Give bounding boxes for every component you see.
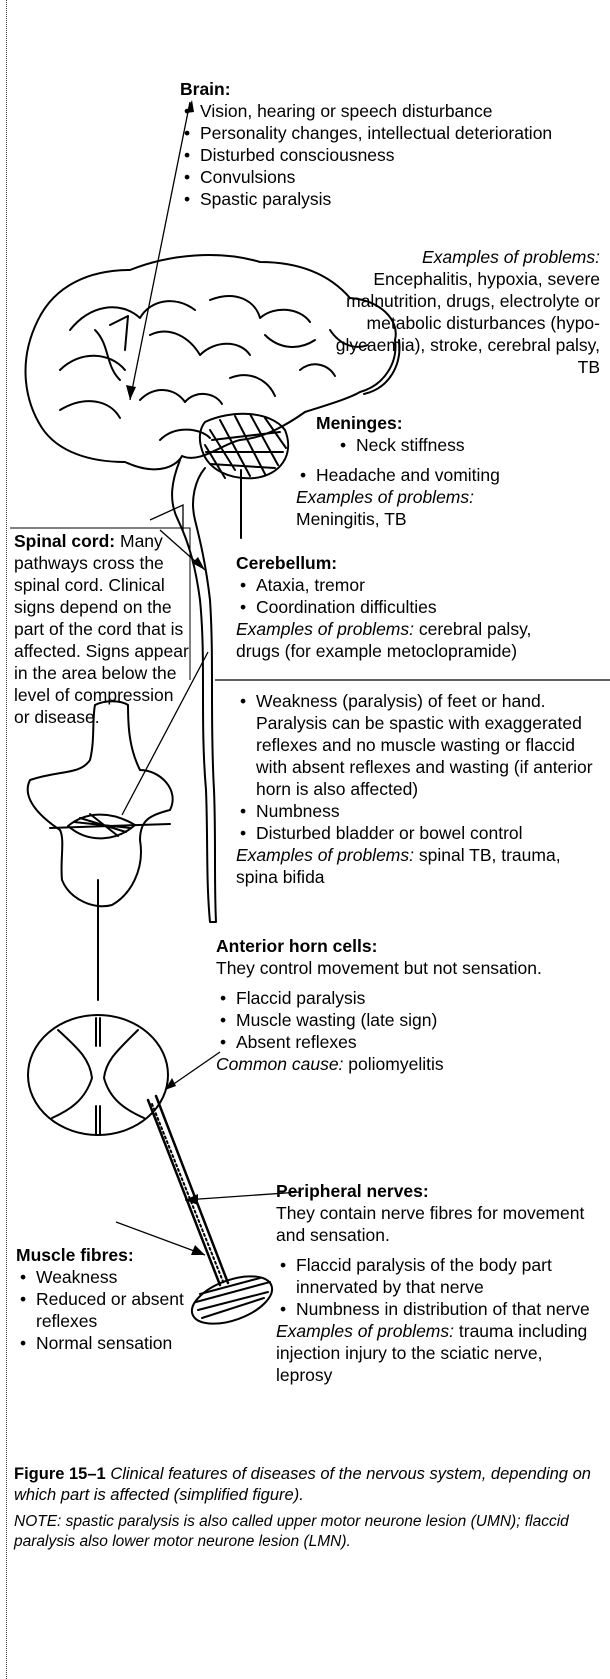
list-item: Muscle wasting (late sign) [216,1009,556,1031]
muscle-fibres-block: Muscle fibres: Weakness Reduced or absen… [16,1244,206,1354]
anterior-horn-text: They control movement but not sensation. [216,957,556,979]
vertebra-outline [28,701,173,906]
list-item: Weakness (paralysis) of feet or hand. Pa… [236,690,602,800]
list-item: Coordination difficulties [236,596,576,618]
list-item: Personality changes, intellectual deteri… [180,122,590,144]
figure-caption: Figure 15–1 Clinical features of disease… [14,1464,602,1506]
meninges-heading: Meninges: [296,412,601,434]
muscle-fibres-heading: Muscle fibres: [16,1244,206,1266]
anterior-horn-list: Flaccid paralysis Muscle wasting (late s… [216,987,556,1053]
figure-label: Figure 15–1 [14,1465,106,1483]
list-item: Numbness in distribution of that nerve [276,1298,602,1320]
cord-signs-examples-label: Examples of problems: [236,845,414,865]
peripheral-nerves-list: Flaccid paralysis of the body part inner… [276,1254,602,1320]
brain-examples-label: Examples of problems: [422,247,600,267]
brain-examples: Examples of problems: Encephalitis, hypo… [330,246,600,378]
cord-signs-list: Weakness (paralysis) of feet or hand. Pa… [236,690,602,844]
meninges-examples-text: Meningitis, TB [296,508,601,530]
list-item: Weakness [16,1266,206,1288]
cord-cross-section [28,1015,168,1135]
list-item: Flaccid paralysis of the body part inner… [276,1254,602,1298]
list-item: Vision, hearing or speech disturbance [180,100,590,122]
anterior-horn-cause-text: poliomyelitis [348,1054,443,1074]
cerebellum-list: Ataxia, tremor Coordination difficulties [236,574,576,618]
peripheral-nerves-text: They contain nerve fibres for movement a… [276,1202,602,1246]
peripheral-nerves-examples-label: Examples of problems: [276,1321,454,1341]
cord-signs-block: Weakness (paralysis) of feet or hand. Pa… [236,690,602,888]
meninges-block: Meninges: Neck stiffness Headache and vo… [296,412,601,530]
list-item: Numbness [236,800,602,822]
brain-heading: Brain: [180,78,590,100]
list-item: Absent reflexes [216,1031,556,1053]
figure-note: NOTE: spastic paralysis is also called u… [14,1512,602,1552]
list-item: Disturbed consciousness [180,144,590,166]
brain-examples-text: Encephalitis, hypoxia, severe malnutriti… [336,269,600,377]
spinal-cord-block: Spinal cord: Many pathways cross the spi… [14,530,190,728]
peripheral-nerves-block: Peripheral nerves: They contain nerve fi… [276,1180,602,1386]
list-item: Neck stiffness [336,434,601,456]
cerebellum-examples-label: Examples of problems: [236,619,414,639]
brain-list: Vision, hearing or speech disturbance Pe… [180,100,590,210]
anterior-horn-heading: Anterior horn cells: [216,935,556,957]
meninges-examples-label: Examples of problems: [296,487,474,507]
list-item: Ataxia, tremor [236,574,576,596]
brain-block: Brain: Vision, hearing or speech disturb… [180,78,590,210]
list-item: Convulsions [180,166,590,188]
list-item: Headache and vomiting [296,464,601,486]
list-item: Normal sensation [16,1332,206,1354]
muscle-fibres-list: Weakness Reduced or absent reflexes Norm… [16,1266,206,1354]
list-item: Disturbed bladder or bowel control [236,822,602,844]
cerebellum-heading: Cerebellum: [236,552,576,574]
peripheral-nerves-heading: Peripheral nerves: [276,1180,602,1202]
meninges-list: Neck stiffness Headache and vomiting [296,434,601,486]
anterior-horn-cause-label: Common cause: [216,1054,343,1074]
list-item: Flaccid paralysis [216,987,556,1009]
anterior-horn-block: Anterior horn cells: They control moveme… [216,935,556,1075]
list-item: Spastic paralysis [180,188,590,210]
list-item: Reduced or absent reflexes [16,1288,206,1332]
spinal-cord-text: Many pathways cross the spinal cord. Cli… [14,531,189,727]
spinal-cord-heading: Spinal cord: [14,531,115,551]
cerebellum-block: Cerebellum: Ataxia, tremor Coordination … [236,552,576,662]
